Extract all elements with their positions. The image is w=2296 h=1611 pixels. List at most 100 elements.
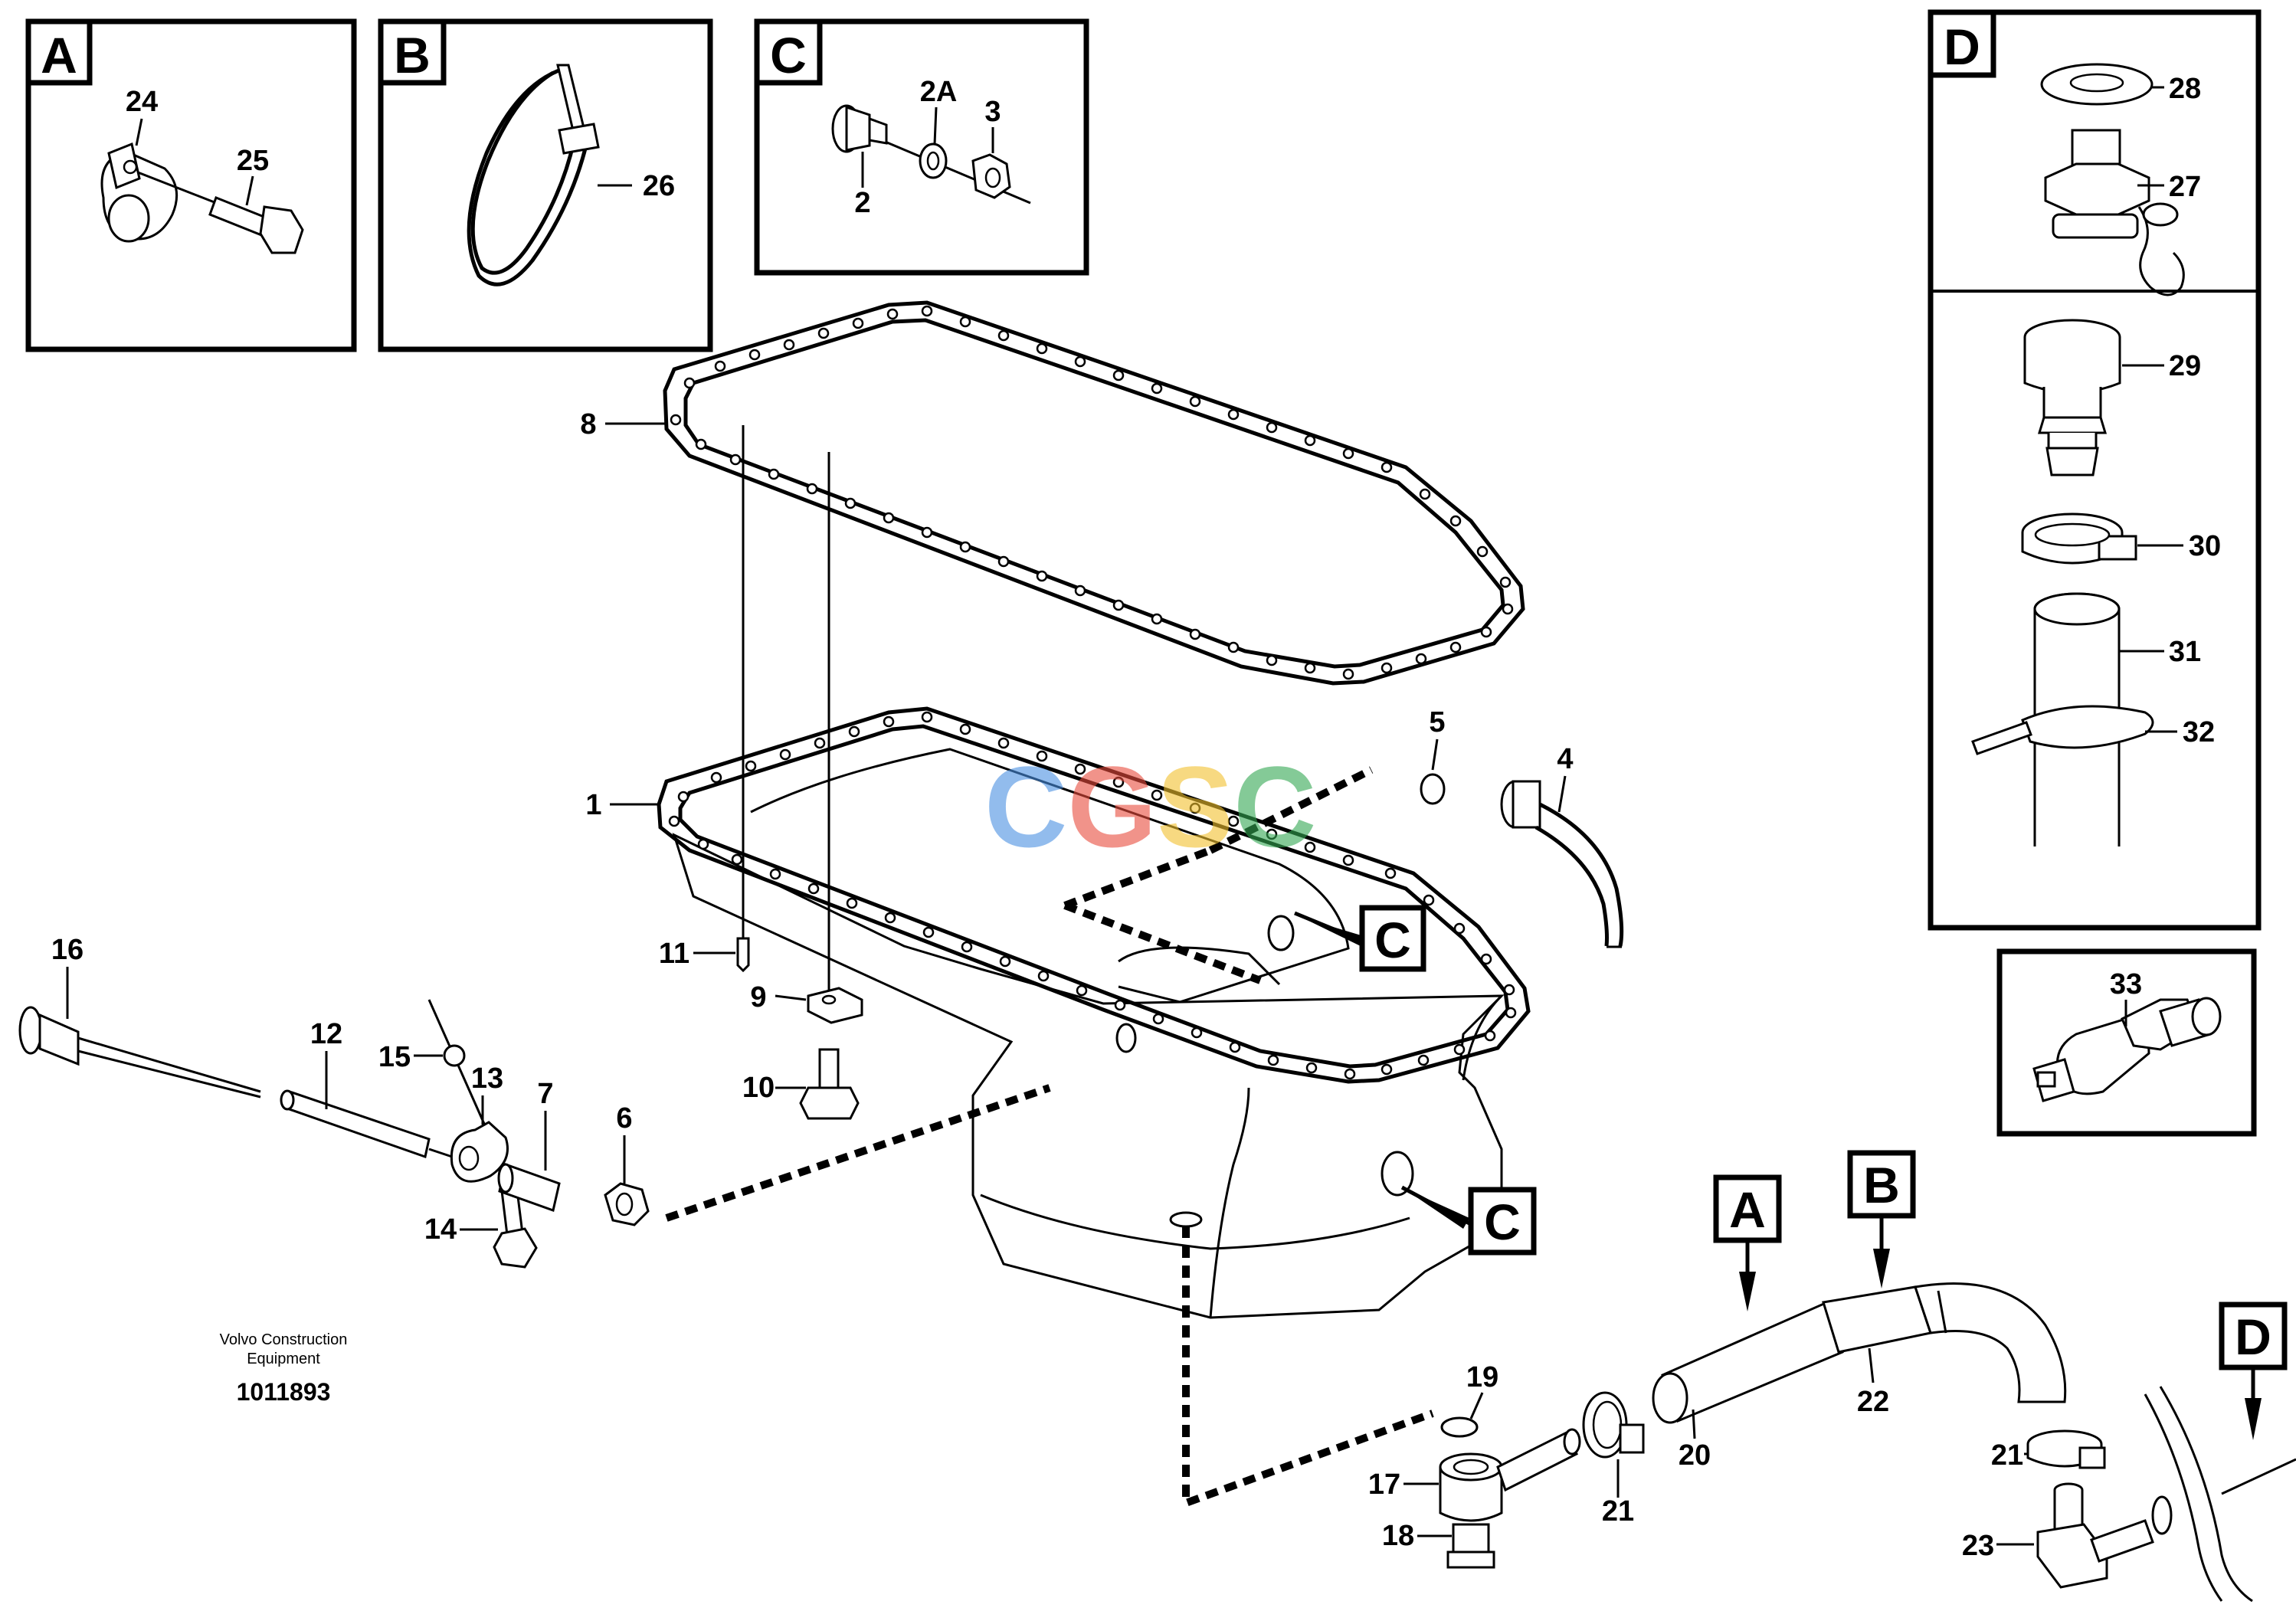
o-ring-part-5 — [1420, 773, 1446, 805]
watermark-letter: C — [984, 742, 1067, 871]
hose-part-31 — [2033, 592, 2121, 846]
callout-21-right: 21 — [1991, 1439, 2023, 1472]
callout-10: 10 — [742, 1072, 775, 1104]
callout-1: 1 — [585, 789, 601, 821]
detail-box-d: D — [1928, 9, 2262, 931]
callout-11: 11 — [659, 938, 689, 970]
elbow-fitting-part-23 — [2036, 1482, 2173, 1589]
credit-line-1: Volvo Construction — [220, 1331, 348, 1348]
washer-part-28 — [2040, 63, 2154, 106]
svg-text:C: C — [1374, 912, 1411, 968]
callout-15: 15 — [378, 1041, 411, 1073]
watermark-letter: S — [1157, 742, 1233, 871]
callout-16: 16 — [51, 934, 84, 966]
callout-9: 9 — [750, 981, 766, 1013]
assembly-lines — [665, 425, 1434, 1509]
svg-text:CGSC: CGSC — [984, 742, 1316, 871]
hose-part-20 — [1652, 1300, 1844, 1424]
callout-33: 33 — [2110, 968, 2142, 1000]
callout-32: 32 — [2183, 716, 2215, 748]
view-marker-b: B — [1847, 1150, 1916, 1288]
view-marker-c-upper: C — [1294, 905, 1426, 972]
box-letter-c: C — [770, 27, 807, 83]
callout-27: 27 — [2169, 171, 2201, 203]
callout-5: 5 — [1429, 706, 1445, 738]
hose-nipple-part-29 — [2023, 319, 2121, 476]
callout-2a: 2A — [920, 76, 958, 108]
callout-22: 22 — [1857, 1386, 1889, 1418]
callout-2: 2 — [854, 187, 870, 219]
callout-3: 3 — [984, 96, 1001, 128]
o-ring-part-19 — [1440, 1416, 1479, 1438]
clamp-part-24 — [100, 142, 179, 243]
cable-tie-part-26 — [467, 64, 600, 287]
view-marker-c-lower: C — [1400, 1185, 1537, 1256]
watermark-letter: G — [1067, 742, 1157, 871]
callout-12: 12 — [310, 1018, 342, 1050]
plug-part-18 — [1446, 1523, 1495, 1569]
detail-box-b: B 26 — [378, 18, 713, 352]
hose-clamp-part-30 — [2021, 512, 2137, 565]
callout-6: 6 — [616, 1102, 632, 1135]
dipstick-tube-part-4 — [1500, 780, 1624, 948]
frame-outline-inner — [2144, 1393, 2223, 1602]
callout-20: 20 — [1679, 1439, 1711, 1472]
view-marker-d: D — [2219, 1302, 2288, 1440]
oil-pan-gasket-part-8 — [663, 300, 1525, 686]
callout-18: 18 — [1382, 1520, 1414, 1552]
fitting-part-17 — [1439, 1428, 1581, 1522]
guide-tube-part-12 — [280, 1089, 453, 1158]
sleeve-part-7 — [497, 1163, 561, 1212]
drain-valve-part-27 — [2044, 129, 2185, 296]
hose-clamp-part-21 — [1582, 1391, 1645, 1459]
svg-text:A: A — [1729, 1181, 1766, 1238]
washer-part-2a — [919, 142, 948, 179]
bolt-part-25 — [137, 171, 304, 254]
box-letter-a: A — [41, 27, 77, 83]
drain-plug-part-2 — [831, 104, 888, 153]
hose-clamp-part-21b — [2026, 1429, 2106, 1469]
oil-pan-part-1 — [657, 706, 1531, 1319]
callout-21: 21 — [1602, 1495, 1634, 1528]
callout-25: 25 — [237, 145, 269, 177]
sensor-part-33 — [2032, 997, 2222, 1102]
callout-28: 28 — [2169, 73, 2201, 105]
callout-4: 4 — [1557, 743, 1573, 775]
hose-elbow-part-22 — [1822, 1282, 2067, 1403]
callout-31: 31 — [2169, 636, 2201, 668]
callout-8: 8 — [580, 408, 596, 440]
nut-part-6 — [604, 1182, 650, 1226]
nut-part-3 — [971, 153, 1011, 199]
callout-29: 29 — [2169, 350, 2201, 382]
detail-box-c: C 2A 3 2 — [754, 18, 1089, 276]
credit-line-2: Equipment — [247, 1351, 320, 1367]
callout-7: 7 — [537, 1078, 553, 1110]
box-letter-b: B — [394, 27, 431, 83]
detail-box-sensor: 33 — [1996, 948, 2257, 1137]
credit-block: Volvo Construction Equipment 1011893 — [220, 1331, 348, 1406]
watermark-letter: C — [1233, 742, 1316, 871]
callout-26: 26 — [643, 170, 675, 202]
cable-tie-part-32 — [1971, 705, 2154, 755]
nut-plate-part-9 — [807, 987, 863, 1024]
callout-23: 23 — [1962, 1530, 1994, 1562]
dipstick-part-16 — [18, 1006, 261, 1099]
callout-17: 17 — [1368, 1469, 1400, 1501]
callout-14: 14 — [424, 1213, 457, 1246]
drawing-number: 1011893 — [237, 1378, 331, 1406]
clamp-part-13 — [427, 999, 509, 1183]
svg-text:B: B — [1863, 1157, 1900, 1213]
box-letter-d: D — [1944, 18, 1980, 75]
pin-part-11 — [736, 937, 750, 973]
callout-24: 24 — [126, 86, 158, 118]
callout-19: 19 — [1466, 1361, 1498, 1393]
watermark-logo: CGSC — [984, 742, 1316, 871]
frame-outline — [2159, 1386, 2253, 1603]
bolt-part-10 — [799, 1048, 860, 1120]
callout-13: 13 — [471, 1063, 503, 1095]
callout-30: 30 — [2189, 530, 2221, 562]
detail-box-a: A 24 25 — [25, 18, 357, 352]
svg-text:C: C — [1484, 1194, 1521, 1250]
svg-text:D: D — [2235, 1308, 2271, 1365]
